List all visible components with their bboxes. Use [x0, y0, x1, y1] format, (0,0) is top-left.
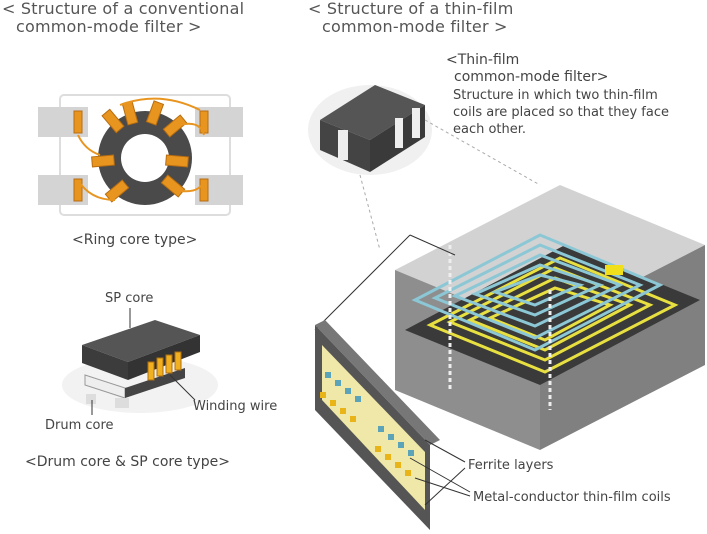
right-heading-line2: common-mode filter > — [322, 17, 508, 36]
thin-film-box-illustration — [314, 185, 705, 450]
winding-wire-label: Winding wire — [193, 399, 278, 414]
callout-title-line1: <Thin-film — [446, 52, 520, 68]
callout-title-line2: common-mode filter> — [454, 69, 609, 85]
ring-core-caption: <Ring core type> — [72, 232, 198, 248]
thin-film-coils-label: Metal-conductor thin-film coils — [473, 490, 671, 505]
right-heading-line1: < Structure of a thin-film — [308, 0, 514, 18]
thin-film-chip-illustration — [308, 85, 541, 251]
drum-core-illustration — [62, 308, 218, 415]
left-heading-line2: common-mode filter > — [16, 17, 202, 36]
layer-cross-section-illustration — [315, 320, 471, 530]
sp-core-label: SP core — [105, 291, 154, 306]
drum-core-label: Drum core — [45, 418, 114, 433]
callout-desc-line2: coils are placed so that they face — [453, 105, 669, 120]
ring-core-illustration — [38, 94, 243, 216]
left-heading-line1: < Structure of a conventional — [2, 0, 245, 18]
drum-core-caption: <Drum core & SP core type> — [25, 454, 230, 470]
callout-desc-line1: Structure in which two thin-film — [453, 88, 658, 103]
ferrite-layers-label: Ferrite layers — [468, 458, 554, 473]
callout-desc-line3: each other. — [453, 122, 527, 137]
